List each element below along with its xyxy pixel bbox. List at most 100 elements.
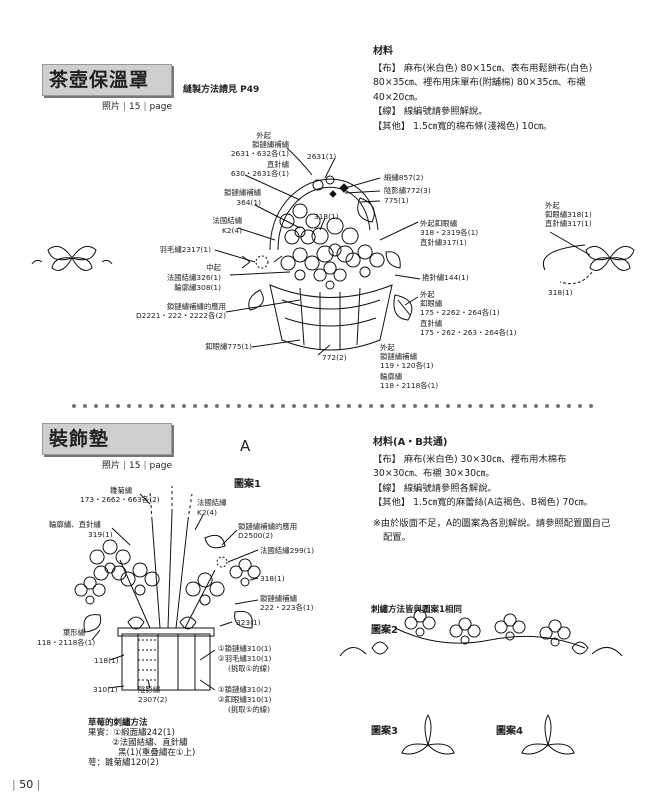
annotation-label: 陰影繡772(3) [384, 186, 431, 195]
annotation-label: 直針繡 [266, 160, 289, 169]
divider-dot [369, 404, 373, 408]
page-number: | 50 | [12, 778, 41, 791]
divider-dot [138, 404, 142, 408]
divider-dot [512, 404, 516, 408]
annotation-label: 法國結繡299(1) [260, 546, 315, 555]
annotation-label: 直針繡 [420, 319, 443, 328]
divider-dot [413, 404, 417, 408]
materials-note: 配置。 [383, 532, 411, 543]
divider-dot [127, 404, 131, 408]
annotation-label: D2221・222・2222各(2) [135, 311, 226, 320]
annotation-label: 外起 [545, 201, 560, 210]
section2-photo-ref: 照片|15|page [101, 461, 172, 471]
annotation-label: K2(4) [221, 226, 242, 235]
annotation-label: 318(1) [314, 212, 339, 221]
divider-dot [534, 404, 538, 408]
divider-dot [468, 404, 472, 408]
annotation-label: 釦眼繡 [420, 299, 443, 308]
page-number-value: 50 [19, 778, 34, 791]
section1-materials: 材料 【布】 麻布(米白色) 80×15㎝、表布用鬆餅布(白色) 80×35㎝、… [373, 45, 643, 134]
divider-dot [457, 404, 461, 408]
annotation-label: 鎖鏈繡補繡 [224, 188, 261, 197]
annotation-label: 118・2118各(1) [380, 381, 439, 390]
annotation-label: 318・2319各(1) [420, 228, 479, 237]
annotation-label: 318(1) [260, 574, 285, 583]
divider-dot [567, 404, 571, 408]
annotation-label: 輪廓繡308(1) [174, 283, 221, 292]
divider-dot [490, 404, 494, 408]
materials-line: 30×30㎝、布襯 30×30㎝。 [373, 468, 495, 479]
annotation-label: 鎖鏈繡補繡 [260, 594, 297, 603]
annotation-label: K2(4) [197, 508, 218, 517]
annotation-label: 葉形繡 [63, 628, 86, 637]
divider-dot [545, 404, 549, 408]
materials-heading: 材料(A・B共通) [373, 437, 448, 448]
section2-header: 裝飾墊 照片|15|page [42, 423, 172, 471]
variant-label: A [240, 437, 251, 455]
annotation-label: 直針繡317(1) [545, 219, 592, 228]
divider-dot [402, 404, 406, 408]
divider-dot [215, 404, 219, 408]
annotation-label: 364(1) [236, 198, 261, 207]
divider-dot [578, 404, 582, 408]
annotation-label: 雛菊繡 [110, 486, 133, 495]
photo-page: 15 [129, 461, 141, 471]
annotation-label: 羽毛繡2317(1) [159, 245, 211, 254]
section1-photo-ref: 照片|15|page [101, 102, 172, 112]
strawberry-title: 草莓的刺繡方法 [88, 718, 148, 728]
annotation-label: 鎖鏈繡補繡的應用 [166, 302, 226, 311]
divider-dot [292, 404, 296, 408]
annotation-label: ②羽毛繡310(1) [218, 654, 272, 663]
annotation-label: 外起釦眼繡 [420, 219, 457, 228]
annotation-label: 175・262・263・264各(1) [420, 328, 517, 337]
photo-label: 照片 [101, 461, 120, 471]
section-divider [72, 404, 593, 408]
annotation-label: 2631・632各(1) [230, 149, 289, 158]
pattern3-title: 圖案3 [371, 726, 398, 737]
divider-dot [171, 404, 175, 408]
divider-dot [435, 404, 439, 408]
annotation-label: 118・2118各(1) [37, 638, 96, 647]
divider-dot [424, 404, 428, 408]
materials-line: 【其他】 1.5㎝寬的麻蕾絲(A這褐色、B褐色) 70㎝。 [373, 497, 593, 508]
annotation-label: 釦眼繡318(1) [545, 210, 592, 219]
annotation-label: 175・2262・264各(1) [420, 308, 500, 317]
divider-dot [325, 404, 329, 408]
basket-embroidery-diagram [31, 147, 635, 356]
annotation-label: D2500(2) [238, 531, 273, 540]
annotation-label: 775(1) [384, 196, 409, 205]
pattern4-title: 圖案4 [496, 726, 523, 737]
divider-dot [391, 404, 395, 408]
materials-heading: 材料 [373, 46, 393, 57]
strawberry-line: ②法國結繡、直針繡 [112, 738, 188, 748]
section1-header: 茶壺保溫罩 照片|15|page [42, 64, 172, 112]
annotation-label: (挑取①的線) [228, 664, 270, 673]
divider-dot [237, 404, 241, 408]
divider-dot [501, 404, 505, 408]
strawberry-line: 萼：雛菊繡120(2) [88, 758, 159, 768]
strawberry-method: 草莓的刺繡方法 果實：①緞面繡242(1) ②法國結繡、直針繡 黑(1)(重疊繡… [88, 718, 195, 768]
strawberry-line: 黑(1)(重疊繡在①上) [118, 748, 196, 758]
annotation-label: 119・120各(1) [380, 361, 434, 370]
divider-dot [336, 404, 340, 408]
annotation-label: ②釦眼繡310(1) [218, 695, 272, 704]
photo-page: 15 [129, 102, 141, 112]
divider-dot [160, 404, 164, 408]
annotation-label: 外起 [420, 290, 435, 299]
divider-dot [314, 404, 318, 408]
annotation-label: 222・223各(1) [260, 603, 314, 612]
divider-dot [204, 404, 208, 408]
divider-dot [380, 404, 384, 408]
annotation-label: 173・2662・663各(2) [80, 495, 160, 504]
divider-dot [105, 404, 109, 408]
annotation-label: 319(1) [88, 530, 113, 539]
annotation-label: 直針繡317(1) [420, 238, 467, 247]
page-word: page [149, 461, 172, 471]
divider-dot [83, 404, 87, 408]
pattern2-title: 圖案2 [371, 625, 398, 636]
divider-dot [116, 404, 120, 408]
divider-dot [556, 404, 560, 408]
annotation-label: 法國結繡 [212, 216, 242, 225]
annotation-label: 法國結繡326(1) [166, 273, 221, 282]
